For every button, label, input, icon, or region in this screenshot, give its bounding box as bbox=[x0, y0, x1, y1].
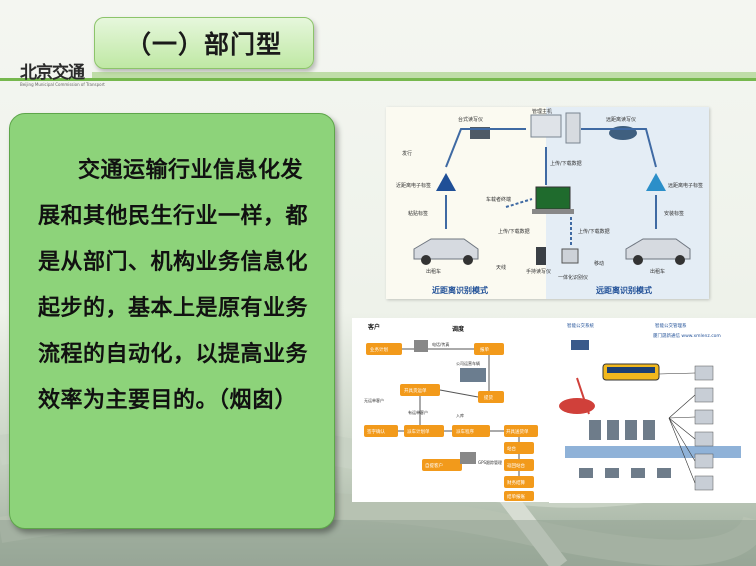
label-sticker-left: 粘贴标签 bbox=[408, 210, 428, 217]
logistics-flowchart: 客户 调度 业务计划 bbox=[352, 318, 549, 502]
flow-contact: 电话/传真 bbox=[432, 341, 449, 347]
label-tag-right: 远距离电子标签 bbox=[668, 182, 703, 189]
logo-subtitle: Beijing Municipal Commission of Transpor… bbox=[20, 82, 105, 87]
flow-no-delivery: 无运单客户 bbox=[364, 397, 384, 403]
bus-header-url: 厦门晟新通信 www.xmlenz.com bbox=[653, 332, 721, 339]
flow-entry: 入库 bbox=[456, 412, 464, 418]
text-panel: 交通运输行业信息化发展和其他民生行业一样，都是从部门、机构业务信息化起步的，基本… bbox=[9, 113, 335, 529]
rfid-identification-diagram: 台式读写仪 管理主机 远距离读写仪 发行 近距离电子标签 远距离电子标签 粘贴标… bbox=[386, 107, 709, 299]
flow-submit: 结单报账 bbox=[507, 493, 525, 500]
flow-gps: GPS跟踪管理 bbox=[478, 459, 502, 465]
flow-self-pickup: 自提客户 bbox=[425, 462, 443, 469]
flow-report: 报单 bbox=[480, 346, 489, 353]
label-antenna: 天线 bbox=[496, 264, 506, 271]
label-device: 一体化识别仪 bbox=[558, 274, 588, 281]
flow-delivery-plan: 开具货运单 bbox=[404, 387, 427, 394]
label-sticker-right: 安装标签 bbox=[664, 210, 684, 217]
beijing-transport-logo: 北京交通 Beijing Municipal Commission of Tra… bbox=[20, 63, 105, 88]
label-customer: 客户 bbox=[367, 323, 380, 331]
label-issue: 发行 bbox=[402, 150, 412, 157]
flow-company-vehicle: 公司运营车辆 bbox=[456, 360, 480, 366]
flow-in-store: 开具送货单 bbox=[506, 428, 529, 435]
label-reader-right: 远距离读写仪 bbox=[606, 116, 636, 123]
label-reader-left: 台式读写仪 bbox=[458, 116, 483, 123]
label-updown-1: 上传/下载数据 bbox=[550, 160, 582, 167]
label-handheld: 手持读写仪 bbox=[526, 268, 551, 275]
logo-name: 北京交通 bbox=[20, 63, 85, 83]
label-move: 移动 bbox=[594, 260, 604, 267]
label-laptop: 车载者终端 bbox=[486, 196, 511, 203]
label-car-right: 出租车 bbox=[650, 268, 665, 275]
flow-vehicle-plan: 派车计划单 bbox=[407, 428, 430, 435]
label-updown-3: 上传/下载数据 bbox=[578, 228, 610, 235]
label-dispatch: 调度 bbox=[452, 325, 465, 333]
flow-plan: 业务计划 bbox=[370, 346, 388, 353]
flow-finance: 财务结算 bbox=[507, 479, 525, 486]
flow-goods-customer: 有运单客户 bbox=[408, 409, 428, 415]
bus-header-left: 智能公交系统 bbox=[567, 322, 594, 329]
header-divider bbox=[0, 72, 756, 81]
flow-sign-confirm: 签字确认 bbox=[367, 428, 385, 435]
flow-station: 站台 bbox=[507, 445, 516, 452]
label-tag-left: 近距离电子标签 bbox=[396, 182, 431, 189]
label-mode-right: 远距离识别模式 bbox=[596, 285, 652, 295]
smart-bus-system-diagram: 智能公交系统 智能公交管理系 厦门晟新通信 www.xmlenz.com bbox=[549, 318, 756, 503]
slide-title: （一）部门型 bbox=[94, 17, 314, 69]
label-updown-2: 上传/下载数据 bbox=[498, 228, 530, 235]
label-car-left: 出租车 bbox=[426, 268, 441, 275]
flow-pickup: 提货 bbox=[484, 394, 493, 401]
label-host: 管理主机 bbox=[532, 108, 552, 115]
bus-header-right: 智能公交管理系 bbox=[655, 322, 687, 329]
body-paragraph: 交通运输行业信息化发展和其他民生行业一样，都是从部门、机构业务信息化起步的，基本… bbox=[38, 158, 309, 413]
flow-return: 返回站台 bbox=[507, 462, 525, 469]
label-mode-left: 近距离识别模式 bbox=[432, 285, 488, 295]
flow-vehicle-program: 派车程序 bbox=[456, 428, 474, 435]
